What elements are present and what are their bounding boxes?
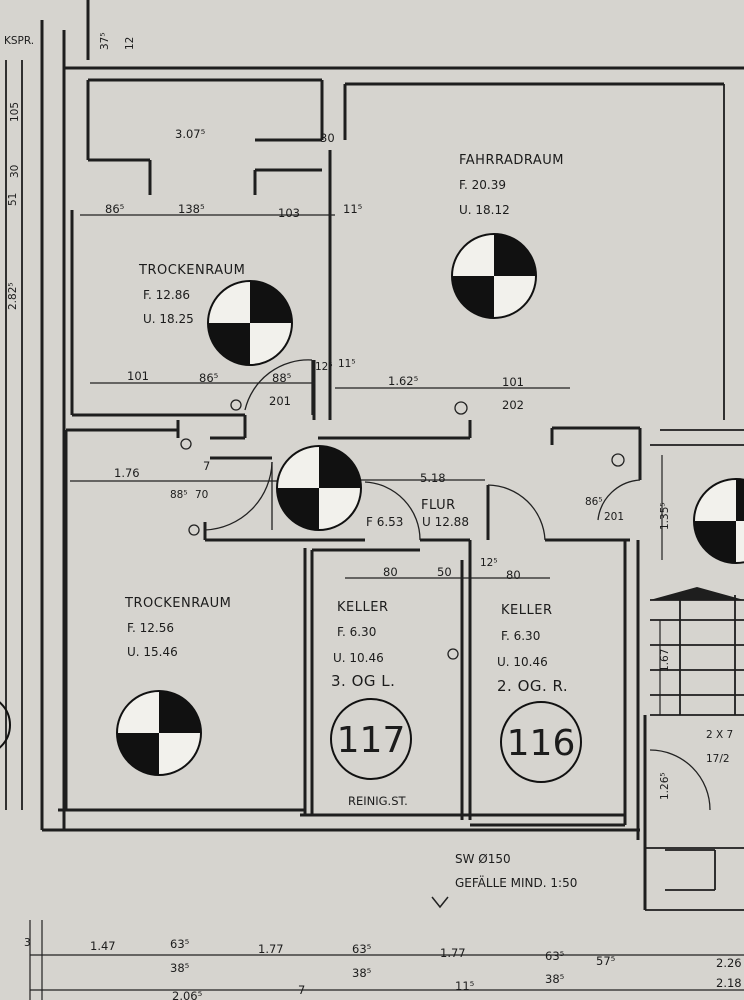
walls — [5, 0, 744, 911]
dimension-label: 1.77 — [258, 942, 284, 956]
dimension-label: 12⁵ — [315, 361, 333, 373]
dimension-label: 7 — [203, 459, 210, 473]
flur-width: 5.18 — [420, 471, 446, 485]
dimension-label: 1.35⁵ — [659, 502, 671, 530]
cleaning-label: REINIG.ST. — [348, 794, 408, 808]
dimension-label: 37⁵ — [99, 32, 111, 50]
room-number-116: 116 — [507, 723, 576, 764]
dimension-label: 12⁵ — [480, 557, 498, 569]
flur-perimeter: U 12.88 — [422, 515, 469, 529]
dimension-label: 2.82⁵ — [7, 282, 19, 310]
dimension-label: 202 — [502, 398, 524, 412]
room-number-117: 117 — [337, 720, 406, 761]
dimension-lines — [29, 214, 744, 1000]
level-symbol — [207, 280, 293, 366]
room-name-keller-116: KELLER — [501, 603, 552, 618]
room-area: F. 6.30 — [337, 625, 376, 639]
level-symbol — [116, 690, 202, 776]
dimension-label: 7 — [298, 983, 305, 997]
dimension-label: 138⁵ — [178, 202, 205, 216]
dimension-label: 88⁵ — [272, 371, 292, 385]
drain-label-line1: SW Ø150 — [455, 852, 511, 866]
room-name-flur: FLUR — [421, 498, 456, 513]
room-perimeter: U. 18.12 — [459, 203, 510, 217]
dimension-label: 101 — [502, 375, 524, 389]
dimension-label: 1.77 — [440, 946, 466, 960]
dimension-label: 1.67 — [659, 649, 671, 672]
dimension-label: 50 — [437, 565, 452, 579]
dimension-label: 88⁵ — [170, 489, 188, 501]
room-assignment: 3. OG L. — [331, 672, 395, 690]
dimension-label: 38⁵ — [170, 961, 190, 975]
spr-label: KSPR. — [4, 35, 34, 47]
room-name-keller-117: KELLER — [337, 600, 388, 615]
room-labels: FAHRRADRAUM F. 20.39 U. 18.12 TROCKENRAU… — [4, 35, 733, 909]
dimension-label: 86⁵ — [199, 371, 219, 385]
room-area: F. 6.30 — [501, 629, 540, 643]
dimension-label: 63⁵ — [545, 949, 565, 963]
door-swings — [180, 359, 711, 811]
dimension-label: 63⁵ — [170, 937, 190, 951]
room-area: F. 12.56 — [127, 621, 174, 635]
room-name-trockenraum-lower: TROCKENRAUM — [124, 596, 231, 611]
dimension-label: 30 — [9, 165, 21, 178]
room-perimeter: U. 10.46 — [333, 651, 384, 665]
stair-label: 2 X 7 — [706, 729, 733, 741]
down-arrow-icon — [431, 896, 449, 909]
stair-label-2: 17/2 — [706, 753, 730, 765]
dimension-label: 70 — [195, 489, 208, 501]
level-symbol — [693, 478, 744, 564]
dimension-label: 103 — [278, 206, 300, 220]
dimension-label: 86⁵ — [585, 496, 603, 508]
dimension-label: 201 — [604, 511, 624, 523]
dimension-label: 2.06⁵ — [172, 989, 203, 1000]
dimension-label: 1.76 — [114, 466, 140, 480]
level-symbol — [276, 445, 362, 531]
dimension-label: 63⁵ — [352, 942, 372, 956]
dimension-label: 11⁵ — [343, 202, 363, 216]
room-area: F. 20.39 — [459, 178, 506, 192]
room-perimeter: U. 15.46 — [127, 645, 178, 659]
dimension-label: 1.26⁵ — [659, 772, 671, 800]
dimension-label: 105 — [9, 102, 21, 122]
dimension-label: 38⁵ — [545, 972, 565, 986]
dimension-label: 57⁵ — [596, 954, 616, 968]
dimension-label: 38⁵ — [352, 966, 372, 980]
dimension-label: 30 — [320, 131, 335, 145]
drain-label-line2: GEFÄLLE MIND. 1:50 — [455, 875, 577, 890]
dimension-label: 3.07⁵ — [175, 127, 206, 141]
room-perimeter: U. 18.25 — [143, 312, 194, 326]
dimension-label: 2.26 — [716, 956, 742, 970]
dimension-label: 11⁵ — [455, 979, 475, 993]
room-perimeter: U. 10.46 — [497, 655, 548, 669]
room-assignment: 2. OG. R. — [497, 677, 568, 695]
dimension-label: 80 — [383, 565, 398, 579]
flur-area: F 6.53 — [366, 515, 403, 529]
dimension-label: 80 — [506, 568, 521, 582]
dimension-label: 1.47 — [90, 939, 116, 953]
dimension-label: 201 — [269, 394, 291, 408]
level-symbol-partial — [0, 701, 11, 749]
dimension-label: 51 — [7, 193, 19, 206]
dimension-label: 12 — [124, 37, 136, 50]
room-number-circles — [330, 698, 582, 783]
dimension-label: 11⁵ — [338, 358, 356, 370]
level-symbols — [0, 233, 744, 776]
room-name-trockenraum-upper: TROCKENRAUM — [138, 263, 245, 278]
dimension-label: 3 — [24, 937, 31, 949]
dimension-labels: 3.07⁵ 30 86⁵ 138⁵ 103 11⁵ 101 86⁵ 88⁵ 20… — [7, 32, 742, 1000]
dimension-label: 1.62⁵ — [388, 374, 419, 388]
room-area: F. 12.86 — [143, 288, 190, 302]
dimension-label: 101 — [127, 369, 149, 383]
level-symbol — [451, 233, 537, 319]
dimension-label: 86⁵ — [105, 202, 125, 216]
room-name-fahrradraum: FAHRRADRAUM — [459, 153, 564, 168]
dimension-label: 2.18 — [716, 976, 742, 990]
